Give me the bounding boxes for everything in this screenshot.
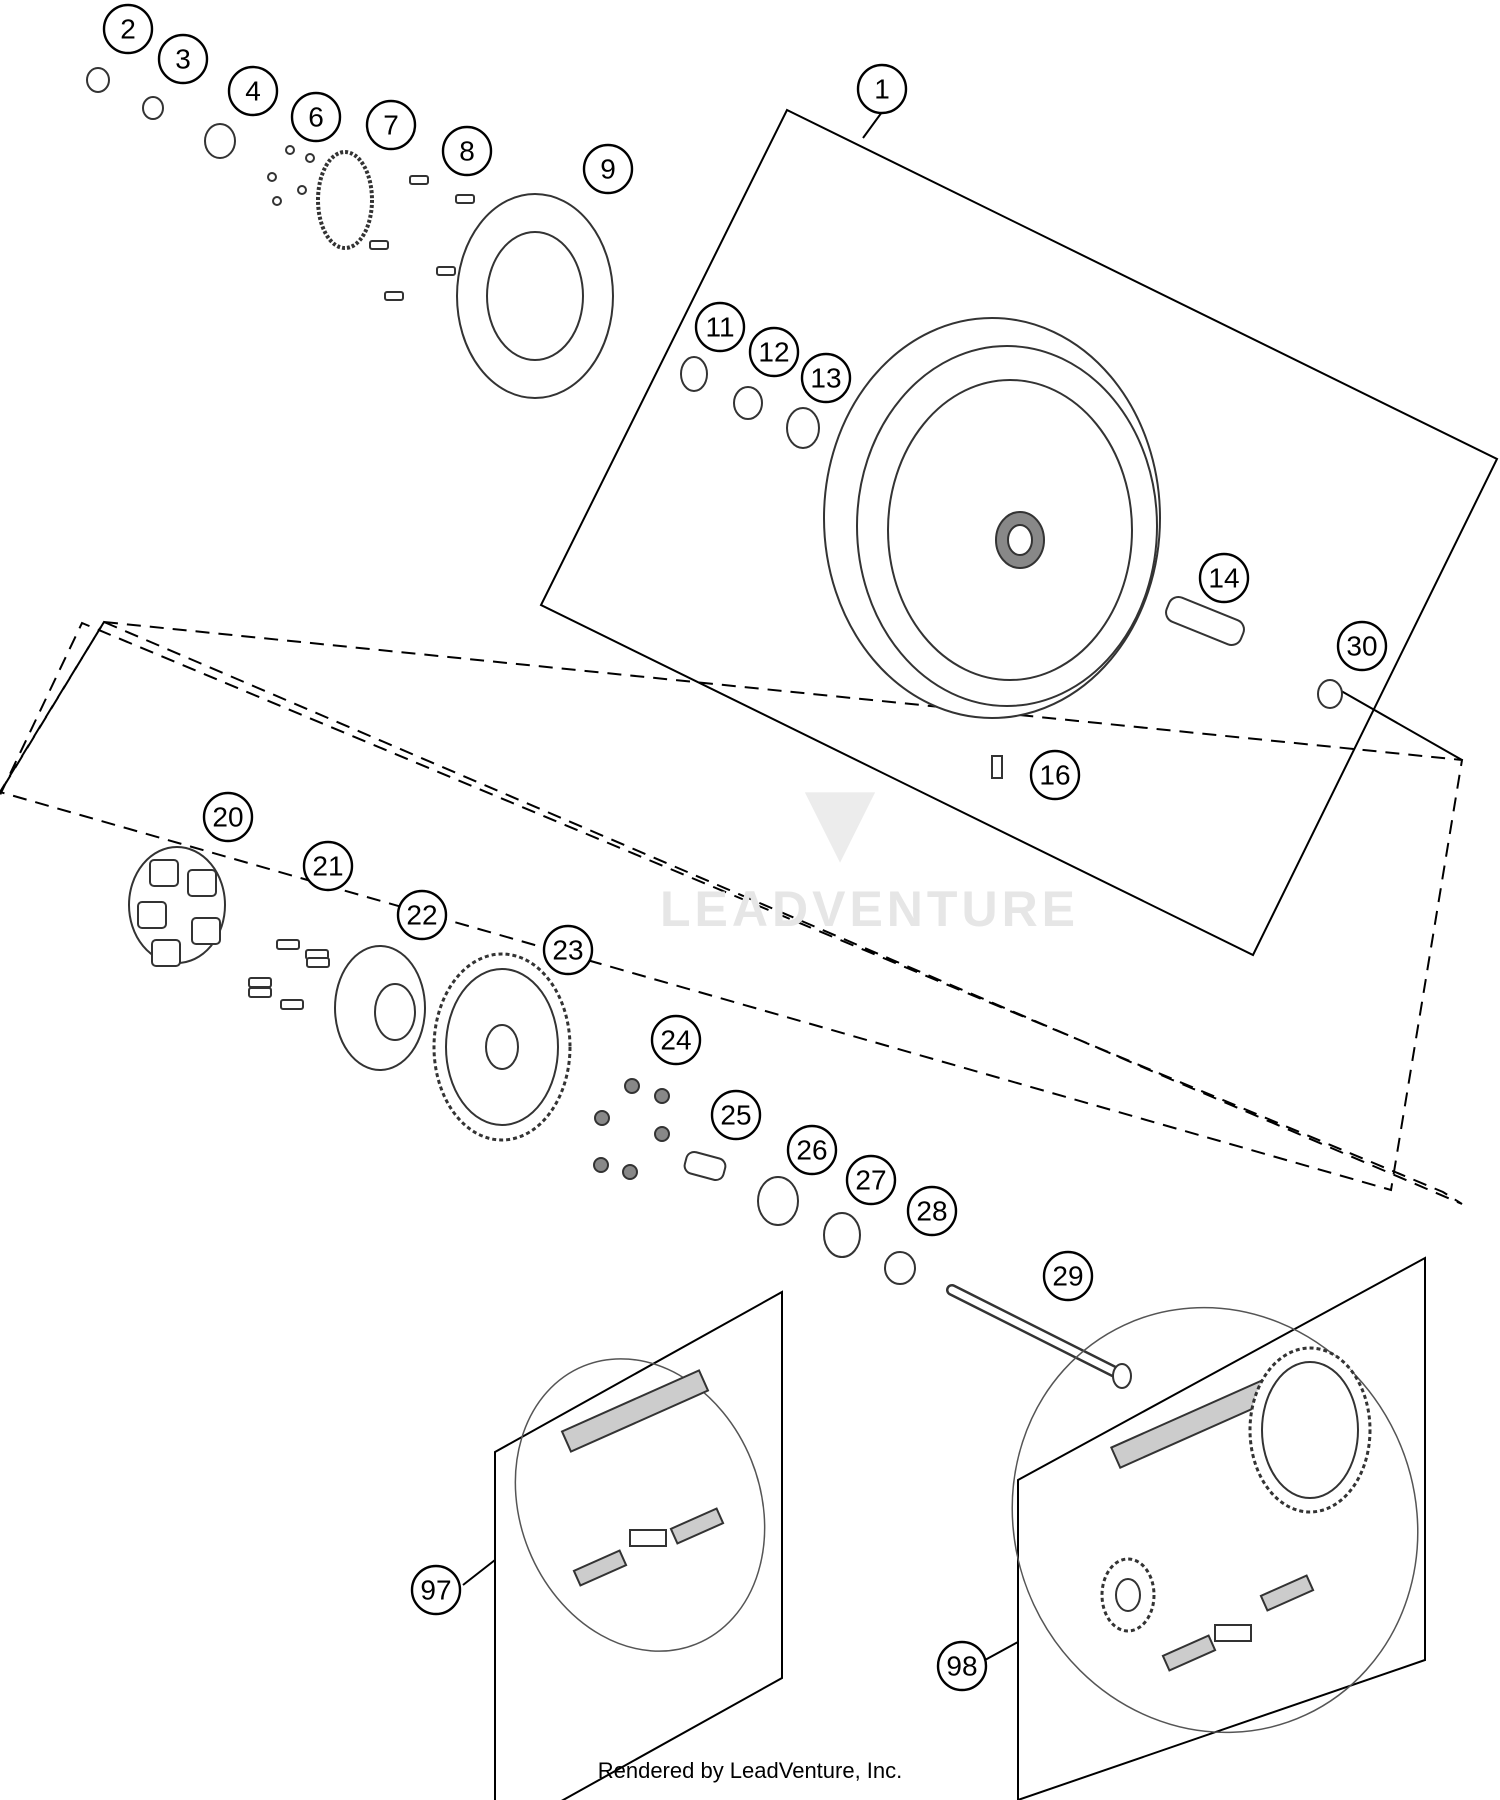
footer-credit: Rendered by LeadVenture, Inc. xyxy=(597,1758,903,1783)
svg-text:6: 6 xyxy=(308,102,324,133)
svg-text:16: 16 xyxy=(1039,760,1070,791)
callout-16[interactable]: 16 xyxy=(1029,749,1081,801)
svg-text:14: 14 xyxy=(1208,563,1239,594)
svg-text:23: 23 xyxy=(552,935,583,966)
svg-text:9: 9 xyxy=(600,154,616,185)
svg-text:97: 97 xyxy=(420,1575,451,1606)
part-4-bearing xyxy=(204,123,236,159)
part-25-spacer xyxy=(683,1150,727,1182)
svg-text:98: 98 xyxy=(946,1651,977,1682)
callout-29[interactable]: 29 xyxy=(1042,1250,1094,1302)
part-28-spacer xyxy=(884,1251,916,1285)
part-11-seal xyxy=(680,356,708,392)
part-13-bearing xyxy=(786,407,820,449)
callout-21[interactable]: 21 xyxy=(302,840,354,892)
svg-text:1: 1 xyxy=(874,74,890,105)
svg-text:27: 27 xyxy=(855,1165,886,1196)
callout-7[interactable]: 7 xyxy=(365,99,417,151)
part-22-sprocket-carrier xyxy=(334,945,426,1071)
part-98-chain-sprocket-kit xyxy=(1011,1306,1419,1734)
svg-text:25: 25 xyxy=(720,1100,751,1131)
part-8-bolts xyxy=(369,175,475,301)
leader-98 xyxy=(984,1641,1019,1661)
leader-1 xyxy=(862,111,883,139)
callout-23[interactable]: 23 xyxy=(542,924,594,976)
callout-98[interactable]: 98 xyxy=(936,1640,988,1692)
svg-text:12: 12 xyxy=(758,337,789,368)
part-30-nut xyxy=(1317,679,1343,709)
part-21-bolts xyxy=(248,939,330,1010)
chain-kit-frame xyxy=(494,1290,783,1800)
leader-30 xyxy=(1335,687,1463,761)
svg-text:3: 3 xyxy=(175,44,191,75)
callout-97[interactable]: 97 xyxy=(410,1564,462,1616)
svg-text:4: 4 xyxy=(245,76,261,107)
part-6-screws xyxy=(267,145,315,206)
svg-text:22: 22 xyxy=(406,900,437,931)
callout-30[interactable]: 30 xyxy=(1336,620,1388,672)
chain-sprocket-kit-frame xyxy=(1017,1256,1426,1800)
callout-1[interactable]: 1 xyxy=(856,63,908,115)
callout-14[interactable]: 14 xyxy=(1198,552,1250,604)
callout-20[interactable]: 20 xyxy=(202,791,254,843)
callout-4[interactable]: 4 xyxy=(227,65,279,117)
part-2-nut xyxy=(86,67,110,93)
svg-text:29: 29 xyxy=(1052,1261,1083,1292)
leader-97 xyxy=(462,1559,496,1586)
part-16-valve xyxy=(991,755,1003,779)
part-14-spacer xyxy=(1165,595,1245,647)
svg-text:21: 21 xyxy=(312,851,343,882)
callout-24[interactable]: 24 xyxy=(650,1014,702,1066)
part-23-rear-sprocket xyxy=(432,952,572,1142)
callout-26[interactable]: 26 xyxy=(786,1124,838,1176)
callout-25[interactable]: 25 xyxy=(710,1089,762,1141)
svg-text:2: 2 xyxy=(120,14,136,45)
part-27-spacer xyxy=(823,1212,861,1258)
part-97-chain xyxy=(514,1358,766,1652)
part-1-wheel-rim xyxy=(823,317,1161,719)
svg-text:20: 20 xyxy=(212,802,243,833)
part-9-brake-disc xyxy=(456,193,614,399)
callout-3[interactable]: 3 xyxy=(157,33,209,85)
part-26-bearing xyxy=(757,1176,799,1226)
svg-text:24: 24 xyxy=(660,1025,691,1056)
svg-text:28: 28 xyxy=(916,1196,947,1227)
callout-22[interactable]: 22 xyxy=(396,889,448,941)
callout-2[interactable]: 2 xyxy=(102,3,154,55)
callout-13[interactable]: 13 xyxy=(800,352,852,404)
svg-text:30: 30 xyxy=(1346,631,1377,662)
callout-9[interactable]: 9 xyxy=(582,143,634,195)
callout-28[interactable]: 28 xyxy=(906,1185,958,1237)
svg-text:7: 7 xyxy=(383,110,399,141)
callout-12[interactable]: 12 xyxy=(748,326,800,378)
callout-27[interactable]: 27 xyxy=(845,1154,897,1206)
callout-6[interactable]: 6 xyxy=(290,91,342,143)
callout-11[interactable]: 11 xyxy=(694,301,746,353)
part-24-nuts xyxy=(593,1078,670,1180)
svg-text:26: 26 xyxy=(796,1135,827,1166)
part-20-cush-drive xyxy=(128,846,226,967)
part-29-axle xyxy=(946,1284,1132,1389)
svg-text:13: 13 xyxy=(810,363,841,394)
svg-text:11: 11 xyxy=(705,312,734,343)
part-12-circlip xyxy=(733,386,763,420)
wheel-assembly-frame xyxy=(539,108,1499,957)
part-3-washer xyxy=(142,96,164,120)
svg-text:8: 8 xyxy=(459,136,475,167)
part-7-sensor-ring xyxy=(316,150,374,250)
callout-8[interactable]: 8 xyxy=(441,125,493,177)
